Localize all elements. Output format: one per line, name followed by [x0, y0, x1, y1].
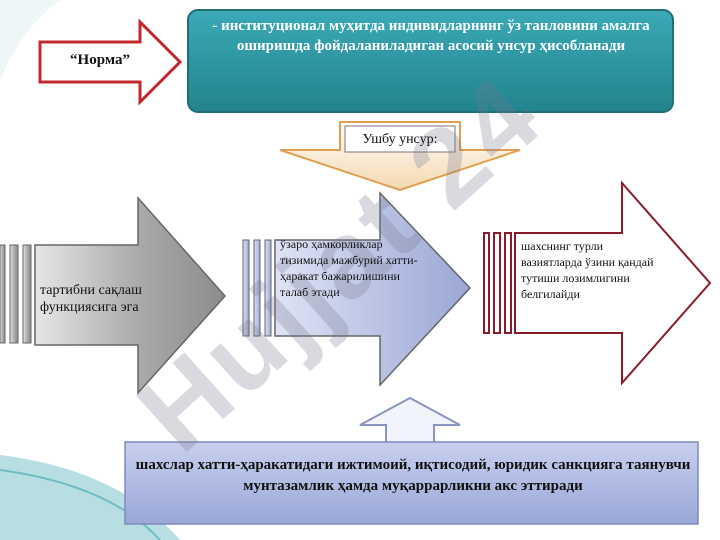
arrow1-stripe: [22, 244, 32, 344]
arrow1: [34, 196, 227, 395]
unsur-label: Ушбу унсур:: [362, 132, 438, 147]
arrow2: [274, 191, 472, 387]
arrow3-stripe: [493, 232, 501, 334]
bottom-box: [124, 441, 699, 525]
top-box: [187, 9, 674, 113]
arrow2-stripe: [253, 239, 261, 337]
top-box-text: - институционал муҳитда индивидларнинг ў…: [212, 18, 650, 54]
up-arrow: [359, 396, 461, 446]
wave-decoration-line: [0, 469, 161, 540]
arrow2-stripe: [242, 239, 250, 337]
arrow2-stripe: [264, 239, 272, 337]
arrow2-text: ўзаро ҳамкорликлар тизимида мажбурий хат…: [280, 237, 418, 299]
arrow1-stripe: [9, 244, 19, 344]
arrow3-stripe: [504, 232, 512, 334]
arrow3-stripe: [483, 232, 490, 334]
arrow3: [514, 180, 712, 386]
norma-arrow: [38, 18, 183, 106]
arrow3-text: шахснинг турли вазиятларда ўзини қандай …: [521, 239, 654, 301]
norma-label: “Норма”: [70, 52, 130, 68]
arrow1-stripe: [0, 244, 6, 344]
down-arrow: [279, 121, 521, 192]
unsur-label-box: [344, 125, 456, 153]
arrow1-text: тартибни сақлаш функциясига эга: [40, 283, 142, 315]
bottom-text: шахслар хатти-ҳаракатидаги ижтимоий, иқт…: [135, 457, 691, 494]
corner-decoration: [0, 0, 60, 80]
